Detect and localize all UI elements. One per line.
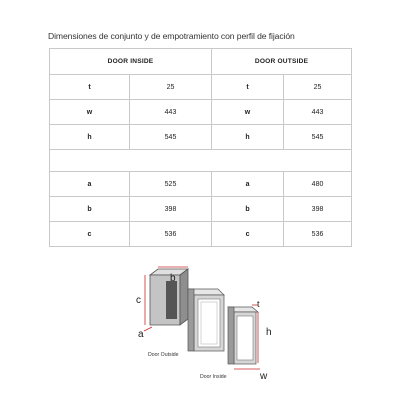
row-label: w [49,99,130,125]
row-label: t [211,74,285,100]
recess-box-illustration [148,268,190,326]
door-inside-illustration [227,306,259,365]
table-header-row: DOOR INSIDE DOOR OUTSIDE [48,48,353,75]
page-title: Dimensiones de conjunto y de empotramien… [48,31,295,41]
dimension-lines [143,266,260,370]
table-row: t 25 t 25 [49,74,353,100]
row-value: 545 [128,124,213,150]
label-h: h [266,327,272,338]
row-value: 398 [283,196,353,222]
header-door-outside: DOOR OUTSIDE [211,48,353,75]
row-label: w [211,99,285,125]
row-value: 480 [283,171,353,197]
row-value: 536 [128,221,213,247]
table-row: h 545 h 545 [49,124,353,150]
label-b: b [170,273,176,284]
door-outside-illustration [187,288,225,352]
row-label: c [211,221,285,247]
row-value: 443 [283,99,353,125]
row-value: 25 [283,74,353,100]
row-label: t [49,74,130,100]
row-label: h [211,124,285,150]
label-a: a [138,329,144,340]
row-value: 25 [128,74,213,100]
label-t: t [257,299,260,309]
row-value: 443 [128,99,213,125]
caption-door-outside: Door Outside [148,352,179,358]
row-value: 545 [283,124,353,150]
header-door-inside: DOOR INSIDE [48,48,213,75]
table-row: b 398 b 398 [49,196,353,222]
table-row: a 525 a 480 [49,171,353,197]
row-label: c [49,221,130,247]
label-w: w [259,371,268,382]
row-value: 398 [128,196,213,222]
row-value: 525 [128,171,213,197]
row-label: h [49,124,130,150]
spacer-cell [48,149,353,172]
table-spacer-row [48,149,353,172]
dimension-diagram: b c a t h w Door Outside Door Inside [136,266,272,382]
caption-door-inside: Door Inside [200,374,227,380]
row-label: a [49,171,130,197]
row-value: 536 [283,221,353,247]
table-row: c 536 c 536 [49,221,353,247]
row-label: a [211,171,285,197]
dimensions-table: DOOR INSIDE DOOR OUTSIDE t 25 t 25 w 443… [48,48,353,247]
table-row: w 443 w 443 [49,99,353,125]
row-label: b [49,196,130,222]
row-label: b [211,196,285,222]
label-c: c [136,295,141,306]
